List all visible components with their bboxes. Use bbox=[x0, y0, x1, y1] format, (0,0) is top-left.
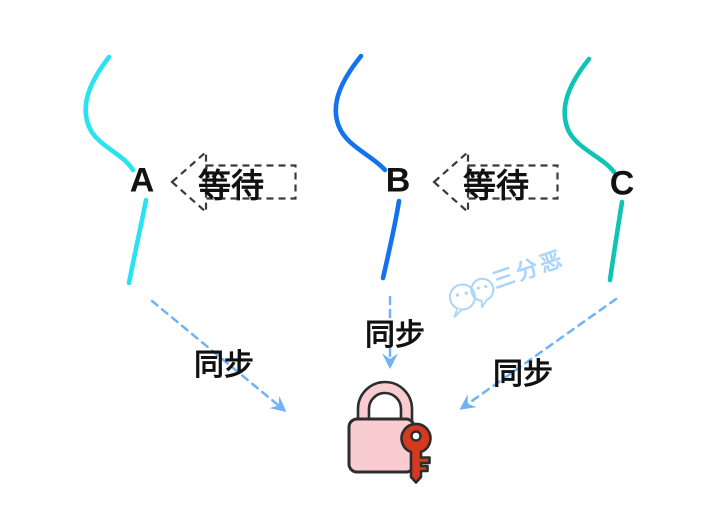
sync-arrow-lines bbox=[150, 295, 618, 412]
wechat-icon bbox=[448, 277, 495, 319]
thread-c-label: C bbox=[609, 164, 635, 203]
key-icon bbox=[400, 422, 432, 484]
sync-arrow-c bbox=[459, 297, 618, 410]
sync-arrow-a bbox=[150, 299, 287, 412]
sync-label-a: 同步 bbox=[194, 348, 254, 383]
wait-arrow-1-shape bbox=[170, 149, 297, 215]
thread-c-curve bbox=[562, 56, 625, 283]
thread-b-label: B bbox=[385, 161, 411, 200]
wait-arrow-2-shape bbox=[432, 149, 559, 215]
thread-b-curve bbox=[333, 53, 402, 281]
wait-arrow-2-label: 等待 bbox=[463, 166, 529, 205]
sync-label-c: 同步 bbox=[493, 357, 553, 392]
thread-a-label: A bbox=[129, 161, 155, 200]
lock-icon bbox=[347, 380, 416, 474]
thread-a-curve bbox=[83, 54, 149, 286]
wait-arrow-1-label: 等待 bbox=[198, 166, 264, 205]
sync-label-b: 同步 bbox=[365, 318, 425, 353]
